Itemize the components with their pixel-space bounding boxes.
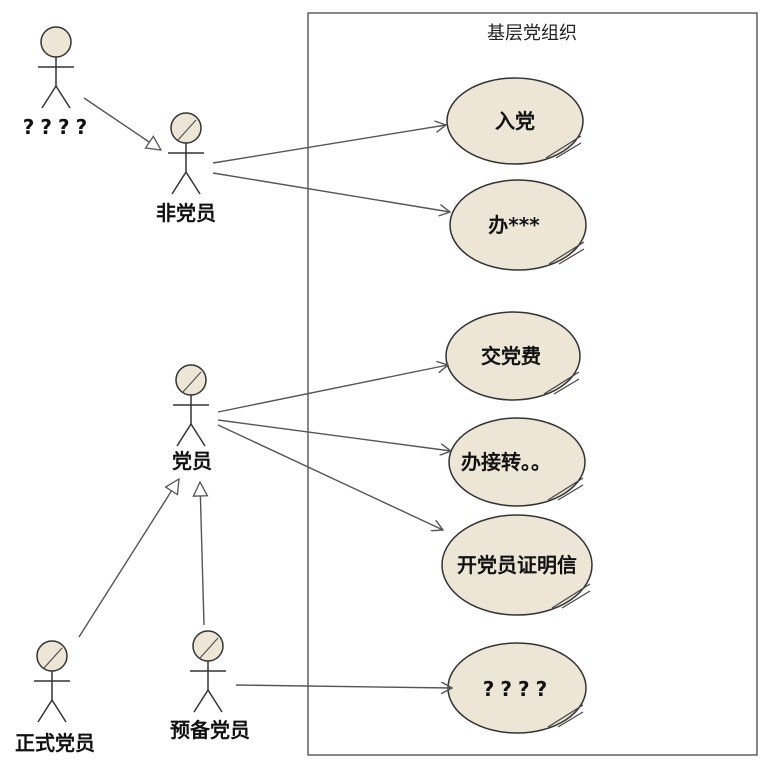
use-case-handle[interactable]: 办*** [449, 179, 587, 271]
actor-label-unknown: ???? [23, 115, 93, 139]
actor-head [170, 112, 202, 144]
actor-head [175, 364, 207, 396]
use-case-label: ???? [483, 677, 553, 701]
assoc-probationary-unknown [235, 685, 452, 688]
gen-probationary-member [200, 482, 204, 626]
actor-unknown[interactable] [38, 26, 74, 109]
assoc-member-dues [217, 365, 448, 413]
actor-label-full-member: 正式党员 [15, 731, 95, 755]
assoc-nonmember-join [212, 125, 446, 164]
actor-head [192, 630, 224, 662]
use-case-label: 交党费 [481, 344, 541, 368]
use-case-certificate[interactable]: 开党员证明信 [441, 514, 593, 616]
actor-label-non-member: 非党员 [156, 201, 216, 225]
actor-probationary-member[interactable] [190, 630, 226, 713]
actor-head [36, 640, 68, 672]
gen-full-member [78, 479, 179, 638]
actor-head [40, 26, 72, 58]
use-case-label: 入党 [495, 109, 535, 133]
use-case-join-party[interactable]: 入党 [446, 77, 584, 165]
system-boundary: 基层党组织 [307, 12, 758, 756]
use-case-pay-dues[interactable]: 交党费 [445, 311, 581, 401]
assoc-member-certificate [217, 424, 443, 530]
system-title: 基层党组织 [487, 23, 577, 44]
use-case-label: 开党员证明信 [457, 553, 577, 577]
associations [212, 125, 452, 688]
use-case-label: 办接转。。 [461, 450, 551, 474]
actor-label-probationary-member: 预备党员 [170, 718, 250, 742]
use-case-unknown[interactable]: ???? [447, 642, 587, 734]
generalizations [78, 97, 204, 638]
assoc-nonmember-handle [212, 172, 450, 212]
actor-full-member[interactable] [34, 640, 70, 723]
actor-member[interactable] [173, 364, 209, 447]
gen-unknown-nonmember [83, 97, 161, 150]
use-case-transfer[interactable]: 办接转。。 [448, 417, 586, 507]
actor-non-member[interactable] [168, 112, 204, 195]
use-case-label: 办*** [488, 213, 540, 237]
assoc-member-transfer [217, 419, 451, 451]
actor-label-member: 党员 [172, 449, 212, 473]
